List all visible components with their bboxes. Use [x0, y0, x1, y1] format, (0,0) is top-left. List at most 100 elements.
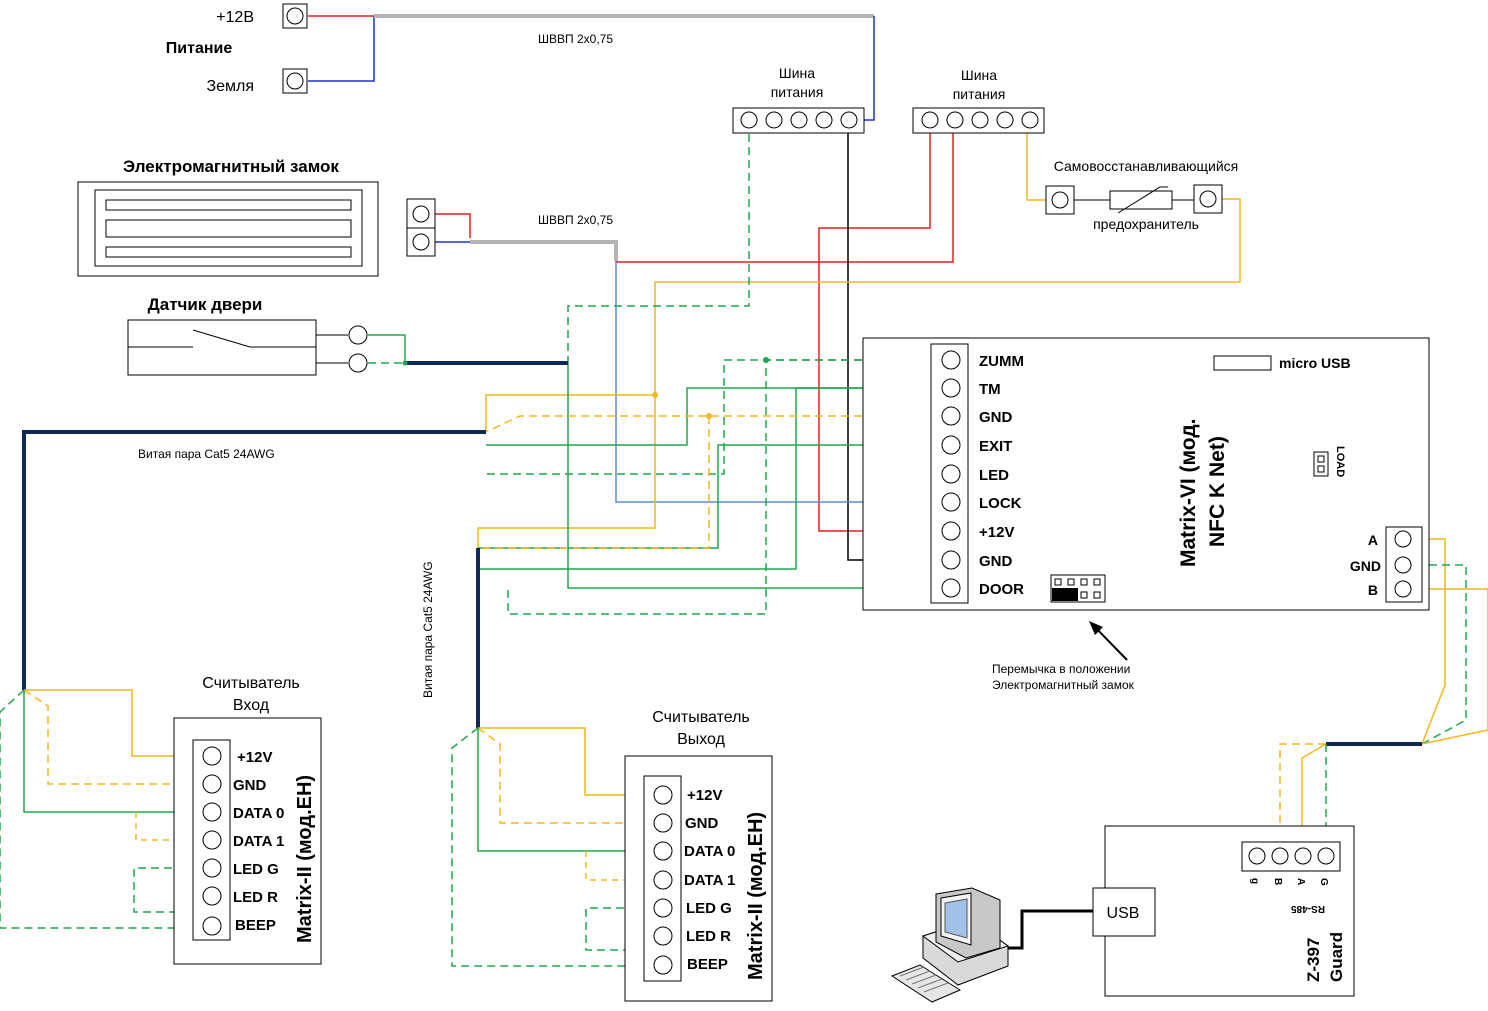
busbar-1: Шина питания [732, 65, 865, 134]
controller-terminal-labels: ZUMM TM GND EXIT LED LOCK +12V GND DOOR [979, 353, 1024, 598]
reader-terminal [653, 926, 673, 946]
power-plus-terminal-screw [286, 7, 304, 25]
controller-terminal-label: GND [979, 553, 1013, 570]
reader-out-title-2: Выход [677, 731, 726, 748]
reader-out-gnd [477, 727, 650, 824]
micro-usb-port [1213, 355, 1272, 371]
door-sensor-terminal [348, 353, 368, 373]
reader-terminal [202, 858, 222, 878]
green-dashed-zumm-2 [507, 359, 940, 615]
reader-out-ledg [585, 907, 650, 951]
busbar-terminal [1021, 111, 1039, 129]
green-sensor-1 [368, 334, 406, 363]
reader-terminal-label: +12V [687, 787, 722, 804]
power-ground-label: Земля [206, 78, 254, 95]
green-door-line [567, 363, 940, 589]
controller-terminal-label: LOCK [979, 495, 1022, 512]
guard-rs485-label: RS-485 [1291, 903, 1325, 914]
mode-jumper-pin [1067, 578, 1075, 586]
mode-jumper-pin [1093, 578, 1101, 586]
power-ground-wire [308, 16, 375, 82]
reader-terminal-label: DATA 0 [684, 843, 735, 860]
controller-terminal [941, 464, 961, 484]
busbar-terminal [921, 111, 939, 129]
green-exit-line [478, 444, 940, 549]
reader-in-gnd [23, 689, 198, 785]
reader-terminal-label: LED R [233, 889, 278, 906]
busbar-terminal [815, 111, 833, 129]
reader-out-title-1: Считыватель [652, 709, 750, 726]
busbar-terminal [790, 111, 808, 129]
busbar-1-title-1: Шина [779, 65, 815, 81]
junction-dot [706, 413, 712, 419]
fuse-label-2: предохранитель [1093, 216, 1199, 232]
controller-terminal [941, 435, 961, 455]
reader-terminal [202, 886, 222, 906]
fuse-label-1: Самовосстанавливающийся [1054, 158, 1239, 174]
guard-terminal [1317, 847, 1335, 865]
guard-usb-label: USB [1107, 905, 1140, 922]
micro-usb-label: micro USB [1279, 355, 1351, 371]
reader-terminal [202, 774, 222, 794]
reader-out-model: Matrix-II (мод.EH) [745, 812, 767, 980]
guard-converter: USB g B A G RS-485 Z-397 Guard [1092, 825, 1355, 997]
power-plus-label: +12В [216, 9, 254, 26]
reader-out-12v [478, 727, 650, 796]
guard-b-wire [1279, 743, 1326, 848]
power-title: Питание [166, 40, 233, 57]
guard-terminal [1294, 847, 1312, 865]
busbar-terminal [840, 111, 858, 129]
reader-terminal [653, 870, 673, 890]
controller: ZUMM TM GND EXIT LED LOCK +12V GND DOOR … [862, 337, 1430, 611]
power-red-to-busbar [862, 16, 875, 121]
door-sensor-leads [316, 334, 348, 364]
computer-keyboard-keys [899, 966, 949, 993]
reader-terminal-label: DATA 0 [233, 805, 284, 822]
guard-pin-label: A [1295, 878, 1306, 885]
power-ground-terminal-screw [286, 72, 304, 90]
reader-out-data0 [477, 728, 650, 852]
rs485-terminal [1394, 580, 1412, 598]
reader-terminal-label: DATA 1 [684, 872, 735, 889]
guard-terminal [1248, 847, 1266, 865]
guard-pin-label: g [1249, 878, 1260, 884]
rs485-terminal [1394, 530, 1412, 548]
guard-terminal [1271, 847, 1289, 865]
cable-label-shvvp-2: ШВВП 2х0,75 [538, 213, 613, 227]
power-supply: +12В Питание Земля [166, 3, 308, 95]
reader-terminal [202, 830, 222, 850]
reader-terminal-label: LED G [233, 861, 279, 878]
mode-jumper-pin [1080, 578, 1088, 586]
jumper-note-line-1: Перемычка в положении [992, 662, 1130, 676]
twisted-pair-1 [22, 430, 486, 690]
reader-terminal-label: BEEP [687, 956, 728, 973]
fuse-symbol [1117, 186, 1168, 214]
jumper-note-arrowhead [1089, 621, 1103, 635]
junction-dot [763, 357, 769, 363]
door-sensor-switch [128, 329, 316, 348]
reader-terminal-label: +12V [237, 749, 272, 766]
junction-dots [402, 357, 769, 419]
reader-in-data0 [23, 690, 198, 813]
em-lock-bar [105, 246, 352, 258]
mode-jumper-pin [1080, 591, 1088, 599]
reader-in-title-1: Считыватель [202, 675, 300, 692]
rs485-b [1416, 588, 1488, 745]
wires [0, 14, 1488, 967]
controller-terminal-label: +12V [979, 524, 1014, 541]
busbar-2: Шина питания [912, 67, 1045, 134]
controller-name-1: Matrix-VI (мод. [1177, 419, 1200, 568]
em-lock-title: Электромагнитный замок [123, 157, 339, 176]
reader-terminal [202, 916, 222, 936]
reader-terminal-label: LED G [686, 900, 732, 917]
em-lock: Электромагнитный замок [77, 157, 436, 277]
em-lock-terminal [412, 233, 430, 251]
controller-terminal [941, 550, 961, 570]
fuse-body [1109, 190, 1173, 210]
guard-model-1: Z-397 [1304, 938, 1323, 982]
guard-model-2: Guard [1327, 932, 1346, 982]
controller-terminal [941, 578, 961, 598]
fuse-terminal-left-screw [1051, 191, 1069, 209]
usb-cable [998, 909, 1093, 950]
